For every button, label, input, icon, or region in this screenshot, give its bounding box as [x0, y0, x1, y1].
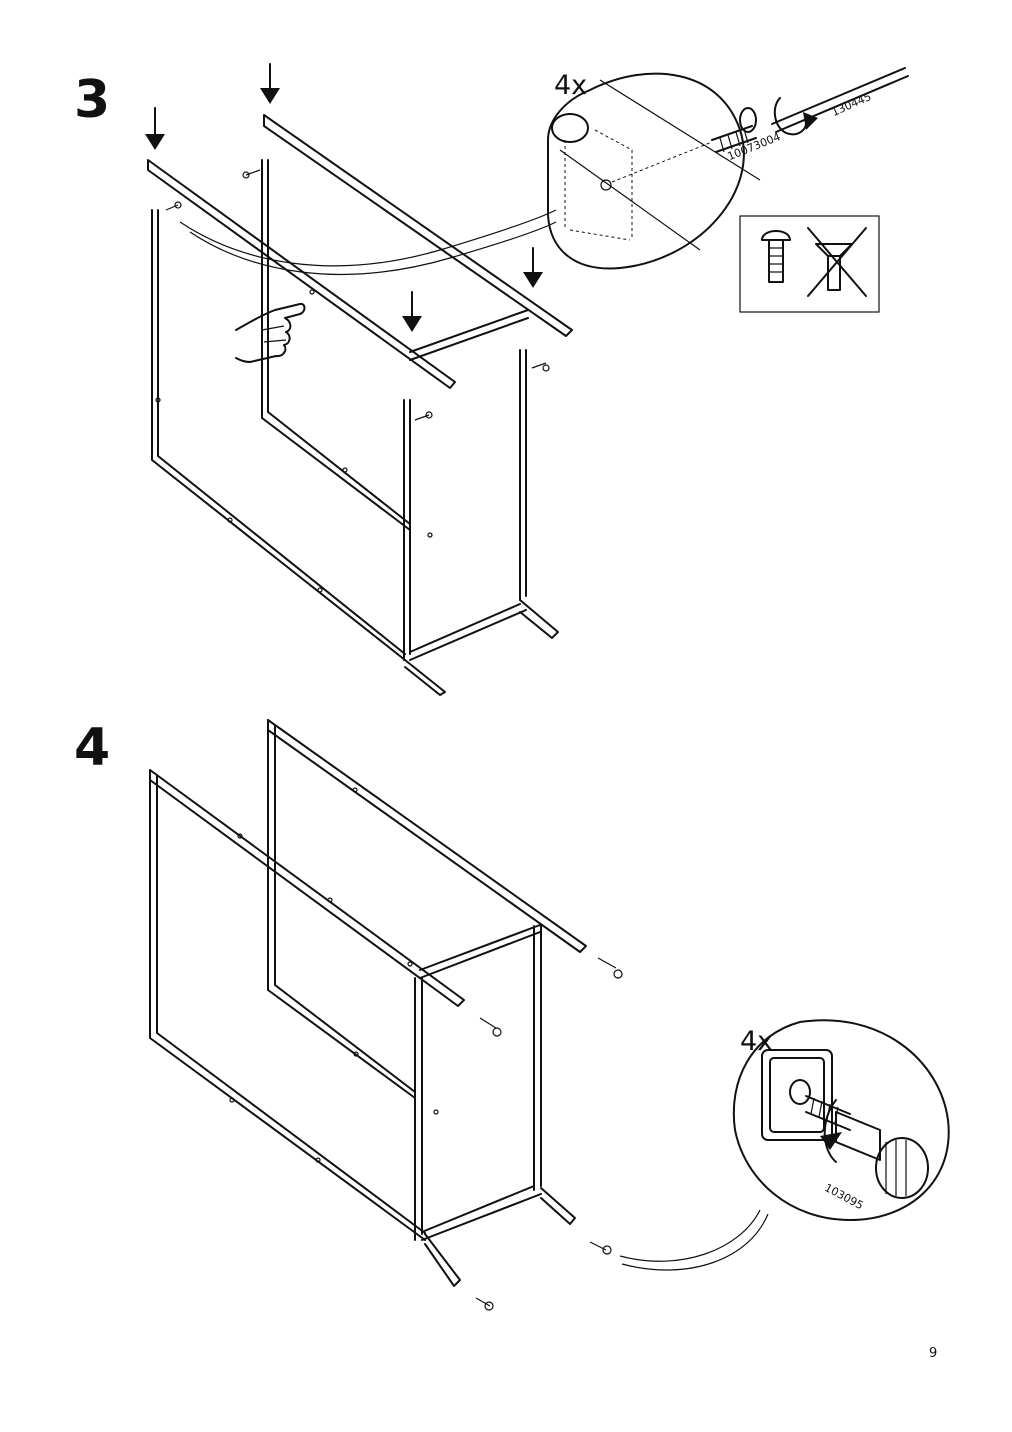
callout-leader-4	[619, 1209, 761, 1262]
step-4-detail-callout	[732, 1019, 950, 1221]
down-arrow-icons	[145, 63, 543, 332]
step-3-detail-callout	[547, 67, 909, 270]
step-3-frame-drawing	[147, 114, 573, 696]
pointing-hand-icon	[235, 302, 306, 363]
step-3-number: 3	[74, 70, 111, 130]
not-allowed-icon	[807, 227, 867, 297]
page-number: 9	[929, 1346, 938, 1361]
step-4-number: 4	[74, 718, 111, 778]
bolt-type-box	[739, 215, 880, 313]
callout-leader	[179, 209, 557, 267]
step-4-frame-drawing	[149, 719, 623, 1311]
